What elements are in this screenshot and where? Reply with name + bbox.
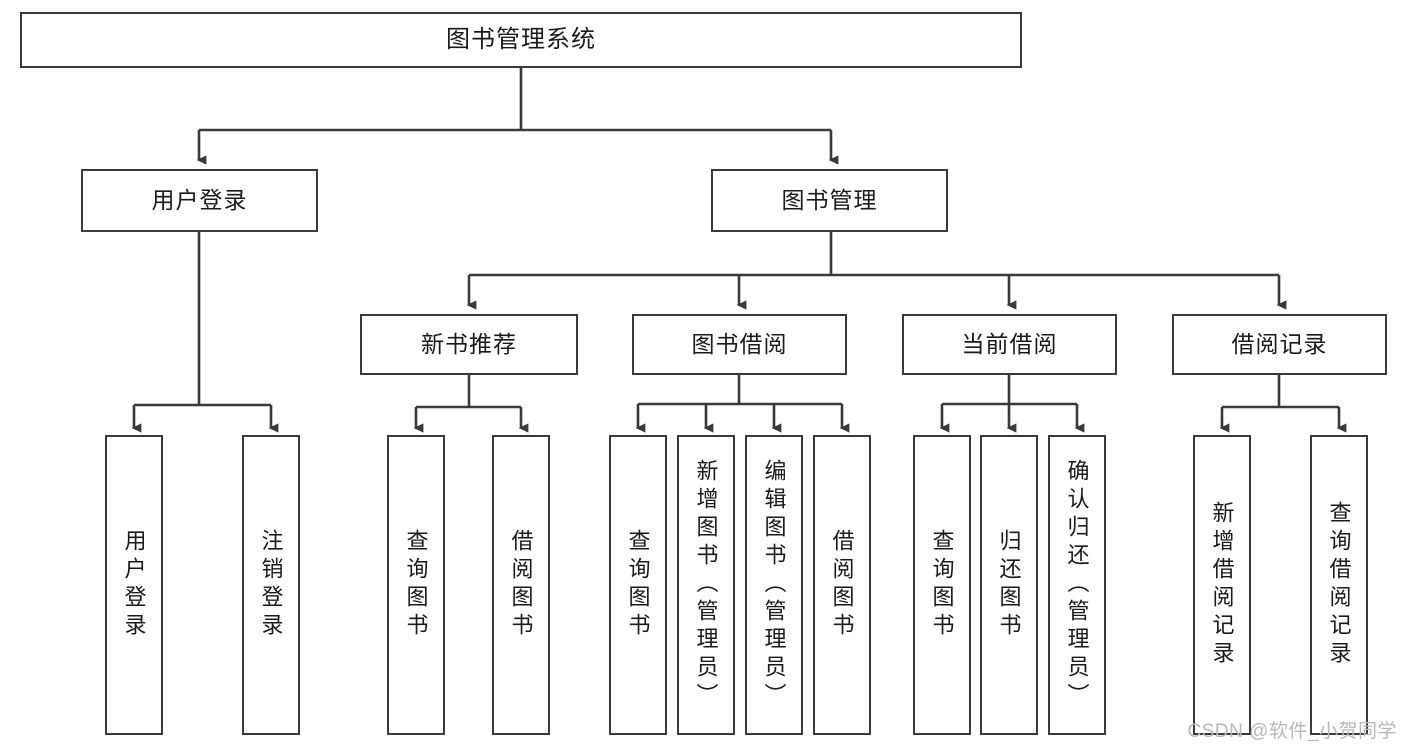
node-leaf-borrow-book-2-label: 借阅图书 [829, 529, 855, 641]
node-leaf-add-book-label: 新增图书（管理员） [693, 459, 719, 711]
node-leaf-user-login-label: 用户登录 [121, 529, 147, 641]
node-leaf-query-book-2-label: 查询图书 [625, 529, 651, 641]
node-leaf-query-book-3[interactable]: 查询图书 [913, 435, 971, 735]
node-leaf-query-record-label: 查询借阅记录 [1326, 501, 1352, 669]
node-leaf-query-book-1-label: 查询图书 [403, 529, 429, 641]
node-book-borrow-label: 图书借阅 [691, 330, 788, 357]
node-root-label: 图书管理系统 [446, 25, 596, 53]
node-leaf-logout[interactable]: 注销登录 [242, 435, 300, 735]
node-book-manage[interactable]: 图书管理 [711, 169, 948, 232]
node-leaf-query-record[interactable]: 查询借阅记录 [1310, 435, 1368, 735]
node-leaf-add-record-label: 新增借阅记录 [1209, 501, 1235, 669]
node-leaf-edit-book-label: 编辑图书（管理员） [761, 459, 787, 711]
node-user-login[interactable]: 用户登录 [81, 169, 318, 232]
node-leaf-borrow-book-2[interactable]: 借阅图书 [813, 435, 871, 735]
node-leaf-return-book-label: 归还图书 [996, 529, 1022, 641]
node-leaf-query-book-2[interactable]: 查询图书 [609, 435, 667, 735]
node-user-login-label: 用户登录 [151, 186, 248, 213]
node-leaf-add-record[interactable]: 新增借阅记录 [1193, 435, 1251, 735]
node-leaf-confirm-return[interactable]: 确认归还（管理员） [1048, 435, 1106, 735]
node-borrow-record[interactable]: 借阅记录 [1172, 314, 1387, 375]
node-leaf-logout-label: 注销登录 [258, 529, 284, 641]
node-leaf-borrow-book-1[interactable]: 借阅图书 [492, 435, 550, 735]
node-new-book-recommend[interactable]: 新书推荐 [360, 314, 578, 375]
node-leaf-query-book-1[interactable]: 查询图书 [387, 435, 445, 735]
node-leaf-edit-book[interactable]: 编辑图书（管理员） [745, 435, 803, 735]
node-leaf-confirm-return-label: 确认归还（管理员） [1064, 459, 1090, 711]
node-leaf-user-login[interactable]: 用户登录 [105, 435, 163, 735]
node-book-borrow[interactable]: 图书借阅 [632, 314, 847, 375]
node-leaf-borrow-book-1-label: 借阅图书 [508, 529, 534, 641]
node-borrow-record-label: 借阅记录 [1231, 330, 1328, 357]
node-book-manage-label: 图书管理 [781, 186, 878, 213]
node-leaf-add-book[interactable]: 新增图书（管理员） [677, 435, 735, 735]
node-leaf-query-book-3-label: 查询图书 [929, 529, 955, 641]
node-leaf-return-book[interactable]: 归还图书 [980, 435, 1038, 735]
node-current-borrow[interactable]: 当前借阅 [902, 314, 1117, 375]
node-new-book-recommend-label: 新书推荐 [421, 330, 517, 357]
node-root[interactable]: 图书管理系统 [20, 12, 1022, 68]
node-current-borrow-label: 当前借阅 [961, 330, 1058, 357]
